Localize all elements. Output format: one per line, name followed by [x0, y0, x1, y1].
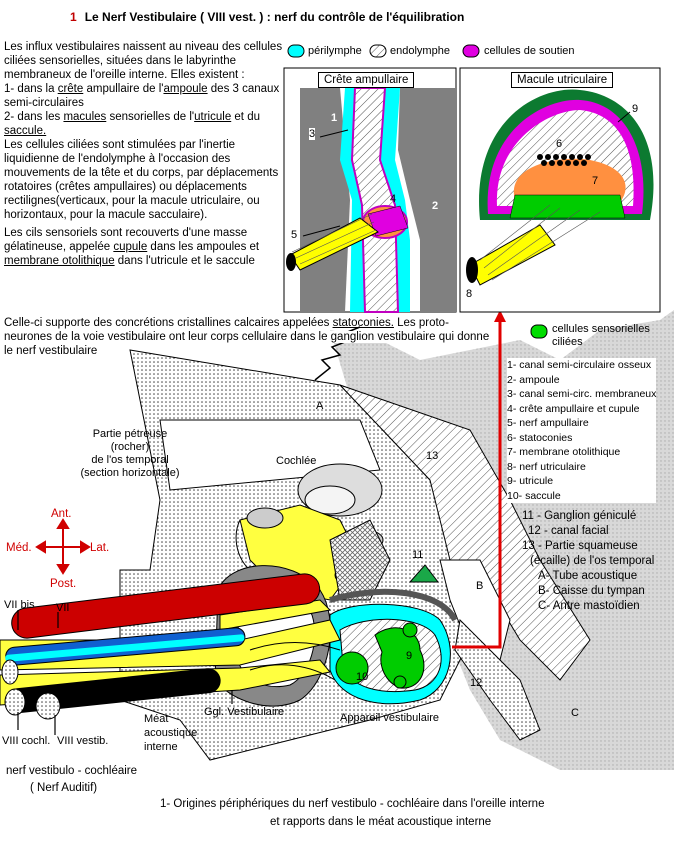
red-connector	[452, 318, 502, 649]
intro-p1: Les influx vestibulaires naissent au niv…	[4, 41, 283, 81]
legend-item: 2- ampoule	[507, 373, 560, 386]
top-legend-swatches	[287, 44, 548, 339]
crete-label-1: 1	[331, 112, 338, 124]
legend-perilymphe: périlymphe	[308, 45, 362, 57]
label-ggl: Ggl. Vestibulaire	[204, 706, 285, 718]
canal-facial	[454, 618, 541, 741]
label-cochlee: Cochlée	[276, 455, 317, 467]
crete-label-4: 4	[390, 193, 397, 205]
label-viii-cochl: VIII cochl.	[2, 735, 51, 747]
legend2-item: C- Antre mastoïdien	[538, 600, 640, 612]
vii-red-cylinder	[11, 573, 321, 639]
crete-panel	[283, 67, 457, 313]
label-petreuse: Partie pétreuse(rocher)de l'os temporal(…	[80, 428, 180, 479]
pointer-arrows	[17, 610, 233, 735]
label-nerf-vc: nerf vestibulo - cochléaire	[6, 765, 138, 777]
label-12: 12	[470, 677, 483, 689]
macule-label-9: 9	[632, 103, 639, 115]
legend2-item: 11 - Ganglion géniculé	[522, 510, 637, 522]
label-A: A	[316, 400, 324, 412]
label-appareil: Appareil vestibulaire	[340, 712, 440, 724]
label-C: C	[571, 707, 579, 719]
legend-sensorielles: cellules sensorielles ciliées	[552, 323, 650, 348]
crete-label-2: 2	[432, 200, 439, 212]
appareil-vestibulaire	[329, 588, 458, 705]
panel-title-macule: Macule utriculaire	[511, 72, 614, 88]
label-med: Méd.	[6, 542, 32, 554]
legend2-item: A- Tube acoustique	[538, 570, 638, 582]
red-arrow	[494, 310, 506, 322]
legend2-item: 13 - Partie squameuse	[522, 540, 638, 552]
label-viii-vestib: VIII vestib.	[57, 735, 109, 747]
label-10: 10	[356, 671, 369, 683]
intro-p4: Celle-ci supporte des concrétions crista…	[4, 317, 490, 357]
intro-li2: 2- dans les macules sensorielles de l'ut…	[4, 111, 260, 137]
macule-label-6: 6	[556, 138, 563, 150]
legend-item: 9- utricule	[507, 475, 554, 487]
viii-cochl-end	[4, 688, 26, 716]
macule-label-7: 7	[592, 175, 599, 187]
legend-endolymphe: endolymphe	[390, 45, 450, 57]
legend2-item: B- Caisse du tympan	[538, 585, 645, 597]
vii-bis-end	[1, 659, 19, 685]
viii-vestib-end	[35, 692, 61, 720]
ganglion-genicule	[408, 564, 440, 583]
label-nerf-aud: ( Nerf Auditif)	[30, 782, 98, 794]
numbered-legend: 1- canal semi-circulaire osseux 2- ampou…	[507, 358, 657, 503]
legend2: 11 - Ganglion géniculé 12 - canal facial…	[522, 509, 654, 614]
label-B: B	[476, 580, 484, 592]
legend-item: 7- membrane otolithique	[507, 446, 621, 458]
legend-item: 3- canal semi-circ. membraneux	[507, 388, 657, 400]
macule-panel	[459, 67, 661, 313]
legend-item: 5- nerf ampullaire	[507, 417, 589, 429]
legend-item: 10- saccule	[507, 489, 561, 502]
legend2-item: 12 - canal facial	[528, 525, 609, 537]
label-lat: Lat.	[90, 542, 110, 554]
label-post: Post.	[50, 578, 77, 590]
intro-p2: Les cellules ciliées sont stimulées par …	[4, 139, 279, 221]
panel-title-crete: Crête ampullaire	[318, 72, 415, 88]
crete-label-3: 3	[309, 128, 316, 140]
label-vii-bis: VII bis	[4, 599, 35, 611]
label-9: 9	[406, 650, 413, 662]
hatched-bone	[339, 384, 591, 681]
caption-line1: 1- Origines périphériques du nerf vestib…	[160, 798, 545, 810]
cochlea	[235, 463, 391, 601]
macule-label-8: 8	[466, 288, 473, 300]
caption-line2: et rapports dans le méat acoustique inte…	[270, 816, 492, 828]
orientation-cross	[35, 518, 91, 575]
legend-item: 1- canal semi-circulaire osseux	[507, 359, 652, 371]
label-11: 11	[412, 549, 424, 561]
intro-p3: Les cils sensoriels sont recouverts d'un…	[4, 227, 260, 267]
legend2-item: (écaille) de l'os temporal	[530, 555, 655, 567]
label-13: 13	[426, 450, 439, 462]
label-vii: VII	[56, 602, 70, 614]
legend-item: 8- nerf utriculaire	[507, 460, 586, 473]
title-number: 1	[70, 10, 77, 24]
intro-text: Les influx vestibulaires naissent au niv…	[4, 40, 286, 268]
statoconies	[537, 154, 591, 166]
page-title: 1 Le Nerf Vestibulaire ( VIII vest. ) : n…	[70, 10, 464, 24]
legend-item: 6- statoconies	[507, 431, 573, 444]
label-ant: Ant.	[51, 508, 72, 520]
title-text: Le Nerf Vestibulaire ( VIII vest. ) : ne…	[84, 10, 465, 24]
intro-li1: 1- dans la crête ampullaire de l'ampoule…	[4, 83, 280, 109]
legend-soutien: cellules de soutien	[484, 45, 575, 57]
legend-item: 4- crête ampullaire et cupule	[507, 402, 640, 415]
crete-label-5: 5	[291, 229, 298, 241]
vii-bis-cyan	[5, 634, 245, 662]
